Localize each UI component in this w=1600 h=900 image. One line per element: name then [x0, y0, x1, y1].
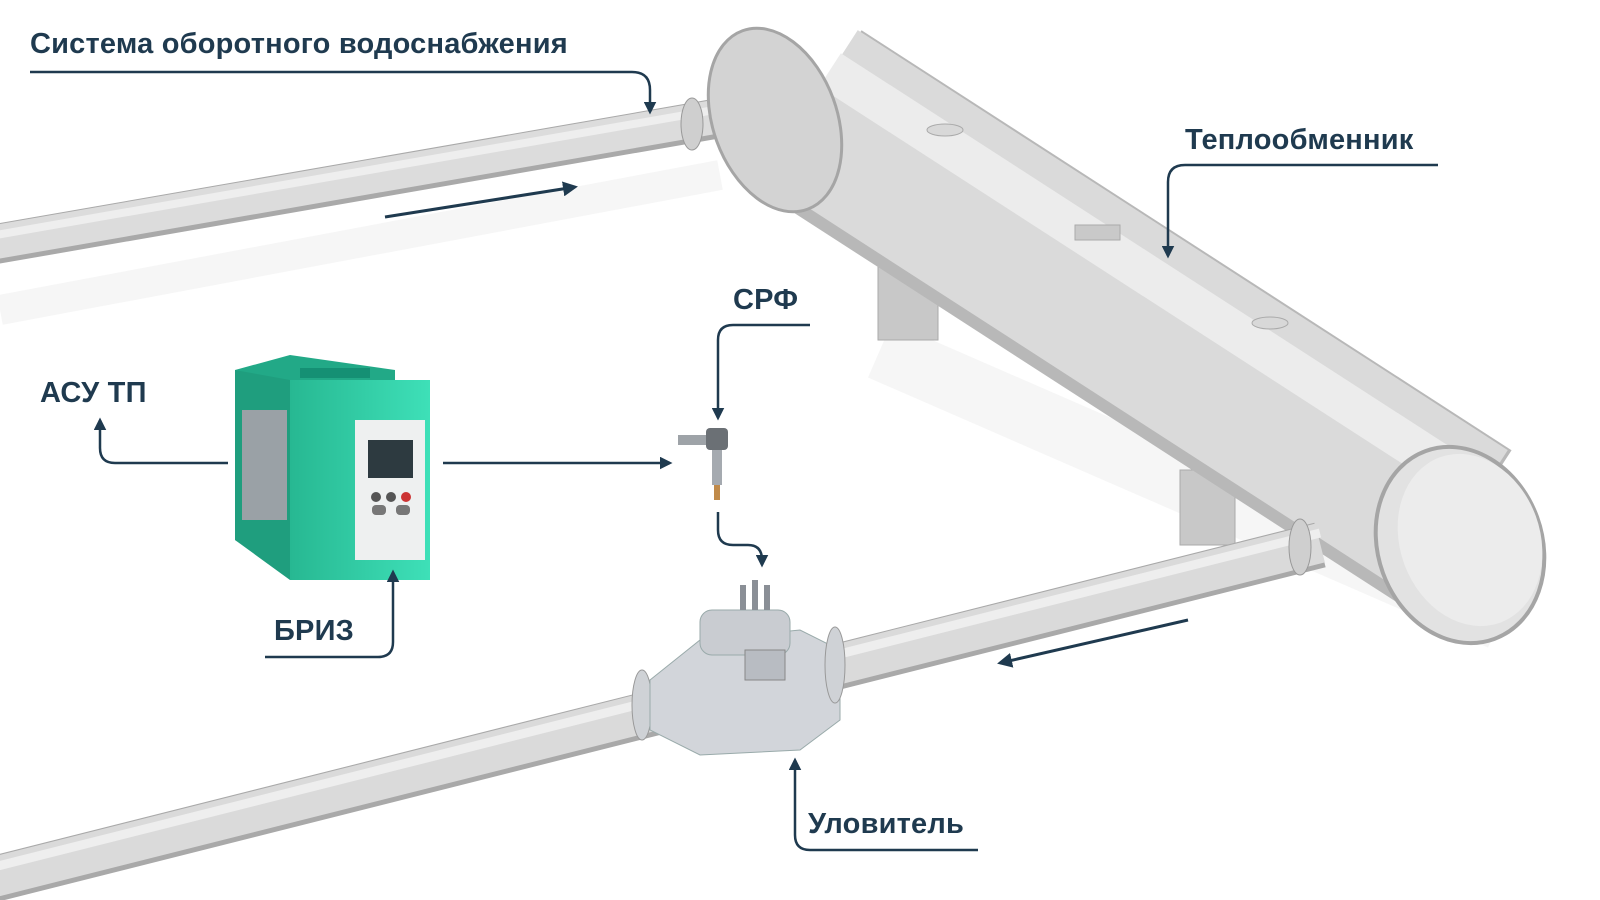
- heat-exchanger: [706, 26, 1547, 646]
- callout-srf: [711, 323, 810, 421]
- label-srf: СРФ: [733, 284, 799, 316]
- callout-briz: [265, 569, 400, 659]
- label-catcher: Уловитель: [808, 808, 965, 840]
- signal-line-srf-catcher: [716, 512, 769, 568]
- label-briz: БРИЗ: [274, 615, 354, 647]
- callout-water-system: [30, 70, 657, 115]
- label-water-system: Система оборотного водоснабжения: [30, 28, 568, 60]
- catcher-device: [631, 580, 846, 756]
- srf-sensor: [678, 428, 728, 500]
- label-heat-exchanger: Теплообменник: [1185, 124, 1414, 156]
- callout-asu-tp: [93, 417, 228, 465]
- callout-heat-exchanger: [1161, 163, 1438, 259]
- flow-arrow-top: [384, 181, 578, 219]
- flow-arrow-bottom: [997, 618, 1189, 668]
- label-asu-tp: АСУ ТП: [40, 377, 147, 409]
- callout-catcher: [788, 757, 978, 852]
- briz-device: [235, 355, 430, 580]
- top-pipe: [0, 97, 724, 264]
